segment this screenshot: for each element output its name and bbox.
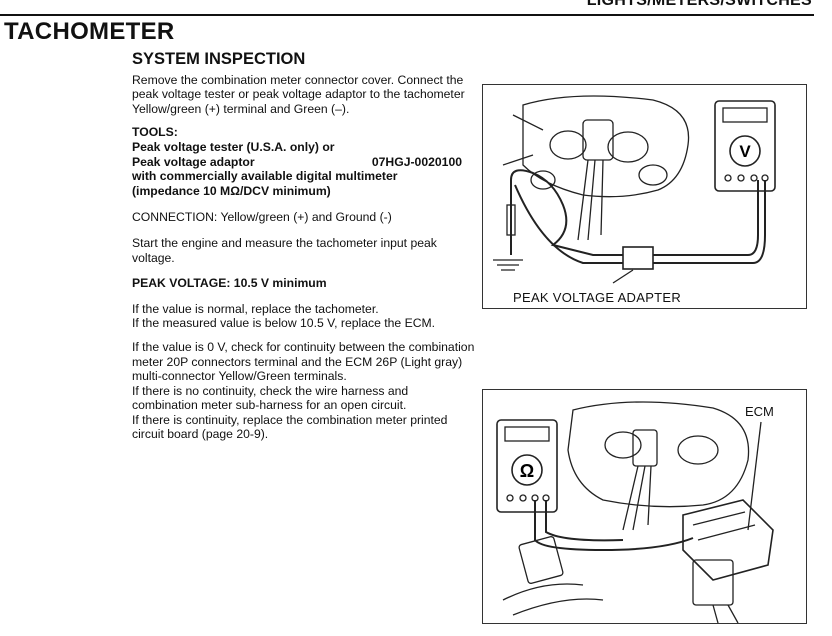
text-column: SYSTEM INSPECTION Remove the combination… — [132, 50, 476, 442]
tool-part-number: 07HGJ-0020100 — [371, 154, 462, 169]
normal-block: If the value is normal, replace the tach… — [132, 302, 476, 331]
ecm-label: ECM — [745, 404, 774, 419]
page-title: TACHOMETER — [4, 18, 175, 45]
zero-line-1: If the value is 0 V, check for continuit… — [132, 339, 475, 384]
intro-paragraph: Remove the combination meter connector c… — [132, 72, 465, 116]
voltmeter-symbol: V — [739, 142, 751, 161]
normal-line-1: If the value is normal, replace the tach… — [132, 301, 379, 316]
normal-line-2: If the measured value is below 10.5 V, r… — [132, 316, 436, 331]
tools-line-3: with commercially available digital mult… — [132, 169, 398, 184]
header-rule — [0, 14, 814, 16]
zero-line-2: If there is no continuity, check the wir… — [132, 383, 409, 413]
figure-ecm-continuity: Ω ECM — [482, 389, 807, 624]
section-header: LIGHTS/METERS/SWITCHES — [586, 0, 812, 9]
peak-voltage-spec: PEAK VOLTAGE: 10.5 V minimum — [132, 276, 327, 291]
figure-peak-voltage-adapter: V PEAK VOLTAGE ADAPTER — [482, 84, 807, 309]
figure2-illustration: Ω — [496, 401, 774, 623]
ohmmeter-symbol: Ω — [520, 461, 534, 481]
connection-line: CONNECTION: Yellow/green (+) and Ground … — [132, 210, 392, 225]
tools-heading: TOOLS: — [132, 125, 178, 140]
figure1-illustration: V — [493, 95, 776, 284]
tools-block: TOOLS: Peak voltage tester (U.S.A. only)… — [132, 125, 476, 198]
measure-paragraph: Start the engine and measure the tachome… — [132, 235, 437, 265]
zero-line-3: If there is continuity, replace the comb… — [132, 412, 448, 442]
tools-line-4: (impedance 10 MΩ/DCV minimum) — [132, 183, 331, 198]
tools-line-2: Peak voltage adaptor 07HGJ-0020100 — [132, 155, 476, 170]
tools-line-1: Peak voltage tester (U.S.A. only) or — [132, 139, 335, 154]
tool-name: Peak voltage adaptor — [132, 154, 255, 169]
section-title: SYSTEM INSPECTION — [132, 50, 306, 68]
figure1-caption: PEAK VOLTAGE ADAPTER — [513, 290, 682, 305]
zero-block: If the value is 0 V, check for continuit… — [132, 340, 476, 442]
